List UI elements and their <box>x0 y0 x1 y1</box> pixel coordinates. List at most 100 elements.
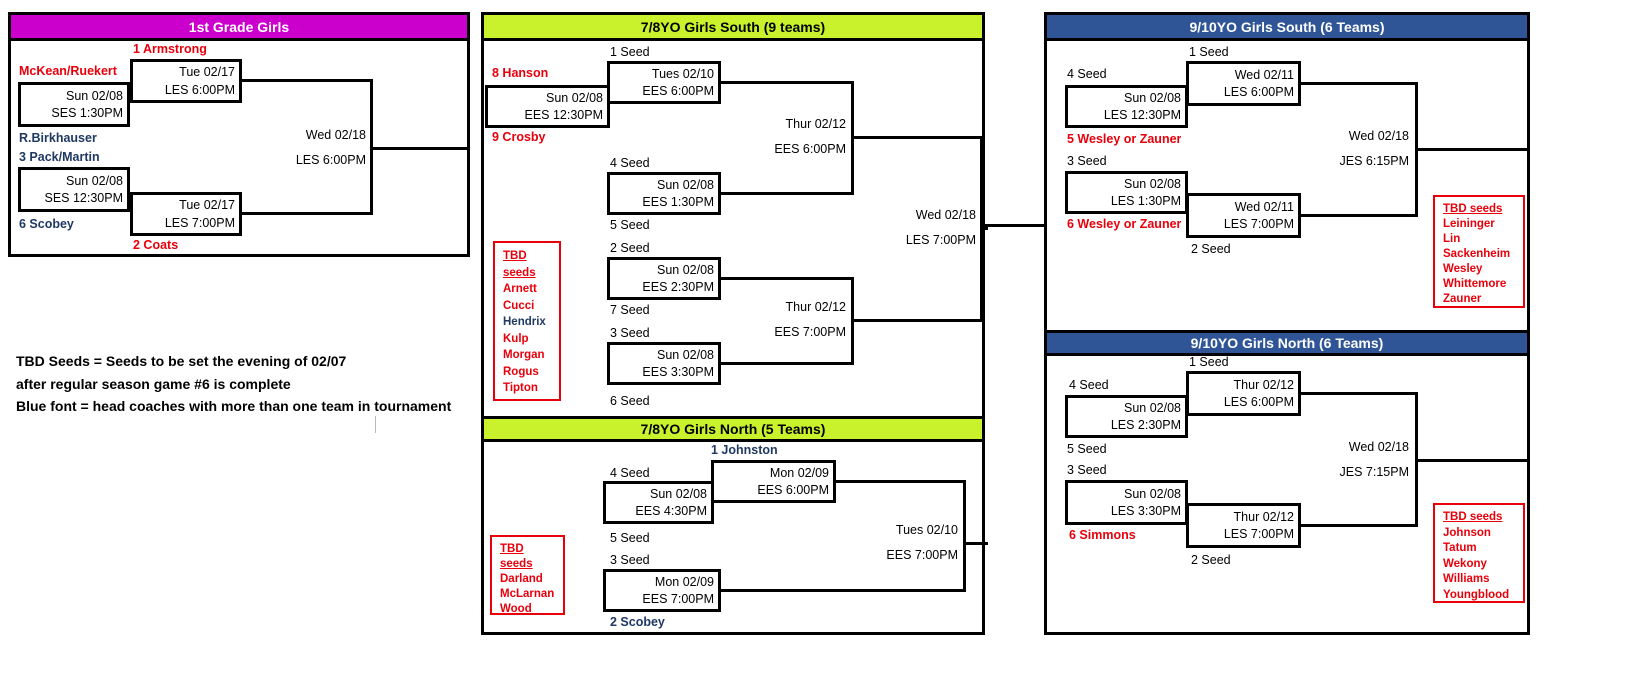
connector-line <box>851 319 980 322</box>
connector-line <box>721 81 851 84</box>
game-box-round2-b-north: Thur 02/12 LES 7:00PM <box>1186 503 1301 548</box>
tbd-seed-name: McLarnan <box>500 588 555 600</box>
connector-line <box>1301 82 1415 85</box>
game-date: Wed 02/11 <box>1234 67 1294 82</box>
tbd-seed-name: Williams <box>1443 573 1490 585</box>
connector-line <box>721 589 963 592</box>
connector-line <box>242 212 370 215</box>
game-time: SES 1:30PM <box>51 106 123 121</box>
game-date: Sun 02/08 <box>657 348 714 362</box>
seed-label-5-north: 5 Seed <box>1067 442 1107 456</box>
seed-label-7: 7 Seed <box>610 303 650 317</box>
game-time: LES 6:00PM <box>1223 395 1294 410</box>
game-date: Wed 02/11 <box>1234 199 1294 214</box>
seed-label-2: 2 Seed <box>610 241 650 255</box>
connector-line <box>963 542 988 545</box>
game-time: SES 12:30PM <box>44 191 123 206</box>
seed-label-1: 1 Seed <box>1189 45 1229 59</box>
seed-label-5-north: 5 Seed <box>610 531 650 545</box>
team-hanson: 8 Hanson <box>492 66 549 80</box>
game-date: Mon 02/09 <box>769 466 829 480</box>
game-date: Sun 02/08 <box>1124 401 1181 415</box>
connector-line <box>721 192 851 195</box>
game-time: LES 7:00PM <box>1223 527 1294 542</box>
note-tbd-seeds: TBD Seeds = Seeds to be set the evening … <box>16 353 347 369</box>
bracket-title: 1st Grade Girls <box>11 15 467 41</box>
game-date: Wed 02/18 <box>915 208 976 222</box>
game-time: EES 4:30PM <box>635 504 707 518</box>
tbd-title: TBD seeds <box>503 250 536 279</box>
semifinal-1-schedule: Thur 02/12 EES 6:00PM <box>734 116 846 157</box>
game-date: Thur 02/12 <box>785 117 846 131</box>
note-game6: after regular season game #6 is complete <box>16 375 291 392</box>
game-time: LES 1:30PM <box>1110 194 1181 208</box>
cell-artifact-line <box>375 416 376 433</box>
game-date: Tues 02/10 <box>651 67 714 81</box>
game-box-round2-a-north: Thur 02/12 LES 6:00PM <box>1186 371 1301 416</box>
team-simmons: 6 Simmons <box>1069 528 1136 542</box>
game-time: LES 7:00PM <box>164 215 235 230</box>
tbd-title: TBD seeds <box>1443 511 1503 523</box>
bracket-title-north: 7/8YO Girls North (5 Teams) <box>484 416 982 442</box>
connector-line <box>1301 392 1415 395</box>
semifinal-2-schedule: Thur 02/12 EES 7:00PM <box>734 299 846 340</box>
bracket-78yo-column: 7/8YO Girls South (9 teams) 1 Seed Tues … <box>481 12 988 635</box>
game-box-round2: Tues 02/10 EES 6:00PM <box>607 61 721 104</box>
team-mckean-ruekert: McKean/Ruekert <box>19 64 117 78</box>
team-scobey: 6 Scobey <box>19 217 74 231</box>
connector-line <box>1415 459 1527 462</box>
seed-label-2-north: 2 Seed <box>1191 553 1231 567</box>
game-time: LES 6:00PM <box>295 153 366 167</box>
tbd-seed-name: Youngblood <box>1443 588 1510 601</box>
game-box-3v2-north: Mon 02/09 EES 7:00PM <box>603 569 721 612</box>
final-game-schedule-north: Tues 02/10 EES 7:00PM <box>846 522 958 563</box>
tbd-seed-name: Johnson <box>1443 526 1491 539</box>
game-date: Wed 02/18 <box>1348 440 1409 454</box>
game-box-round2-north: Mon 02/09 EES 6:00PM <box>711 460 836 503</box>
connector-line <box>836 480 963 483</box>
game-time: EES 7:00PM <box>886 548 958 562</box>
team-scobey-north: 2 Scobey <box>610 615 665 629</box>
bracket-title-south: 9/10YO Girls South (6 Teams) <box>1047 15 1527 41</box>
game-date: Sun 02/08 <box>657 263 714 277</box>
connector-line <box>963 480 966 592</box>
game-time: LES 6:00PM <box>164 82 235 97</box>
tbd-title: TBD seeds <box>500 543 533 570</box>
game-date: Thur 02/12 <box>1233 377 1294 392</box>
connector-line <box>1415 148 1527 151</box>
game-date: Mon 02/09 <box>654 575 714 589</box>
team-wesley-or-zauner-5: 5 Wesley or Zauner <box>1067 132 1182 146</box>
game-box-round2-b: Wed 02/11 LES 7:00PM <box>1186 193 1301 238</box>
game-box-semifinal-2: Tue 02/17 LES 7:00PM <box>130 192 242 236</box>
game-box-4v5-north: Sun 02/08 EES 4:30PM <box>603 481 714 524</box>
team-pack-martin: 3 Pack/Martin <box>19 150 100 164</box>
game-time: EES 2:30PM <box>642 280 714 294</box>
game-date: Tue 02/17 <box>179 65 235 80</box>
game-time: LES 12:30PM <box>1103 108 1181 122</box>
team-armstrong: 1 Armstrong <box>133 42 207 56</box>
game-date: Sun 02/08 <box>546 91 603 105</box>
tbd-seeds-box-north: TBD seeds Darland McLarnan Wood <box>490 535 565 615</box>
team-coats: 2 Coats <box>133 238 179 252</box>
game-box-3v6: Sun 02/08 EES 3:30PM <box>607 342 721 385</box>
seed-label-4-north: 4 Seed <box>1069 378 1109 392</box>
tbd-seed-name: Arnett <box>503 283 537 295</box>
tbd-seed-name: Zauner <box>1443 293 1482 305</box>
seed-label-3: 3 Seed <box>610 326 650 340</box>
team-birkhauser: R.Birkhauser <box>19 131 97 145</box>
game-date: Sun 02/08 <box>1124 486 1181 501</box>
game-box-round1-a: Sun 02/08 SES 1:30PM <box>18 82 130 127</box>
bracket-1st-grade-girls: 1st Grade Girls 1 Armstrong Tue 02/17 LE… <box>8 12 470 257</box>
tbd-seeds-box-south: TBD seeds Leininger Lin Sackenheim Wesle… <box>1433 195 1525 308</box>
tbd-seed-name: Wesley <box>1443 263 1483 275</box>
note-blue-font: Blue font = head coaches with more than … <box>16 398 452 414</box>
game-time: EES 7:00PM <box>642 592 714 606</box>
game-box-semifinal-1: Tue 02/17 LES 6:00PM <box>130 59 242 103</box>
final-game-schedule: Wed 02/18 LES 7:00PM <box>864 207 976 248</box>
game-time: LES 3:30PM <box>1110 504 1181 519</box>
tbd-title: TBD seeds <box>1443 203 1503 215</box>
game-time: EES 12:30PM <box>524 108 603 122</box>
connector-line <box>1301 214 1415 217</box>
team-wesley-or-zauner-6: 6 Wesley or Zauner <box>1067 217 1182 231</box>
game-time: EES 6:00PM <box>774 142 846 156</box>
